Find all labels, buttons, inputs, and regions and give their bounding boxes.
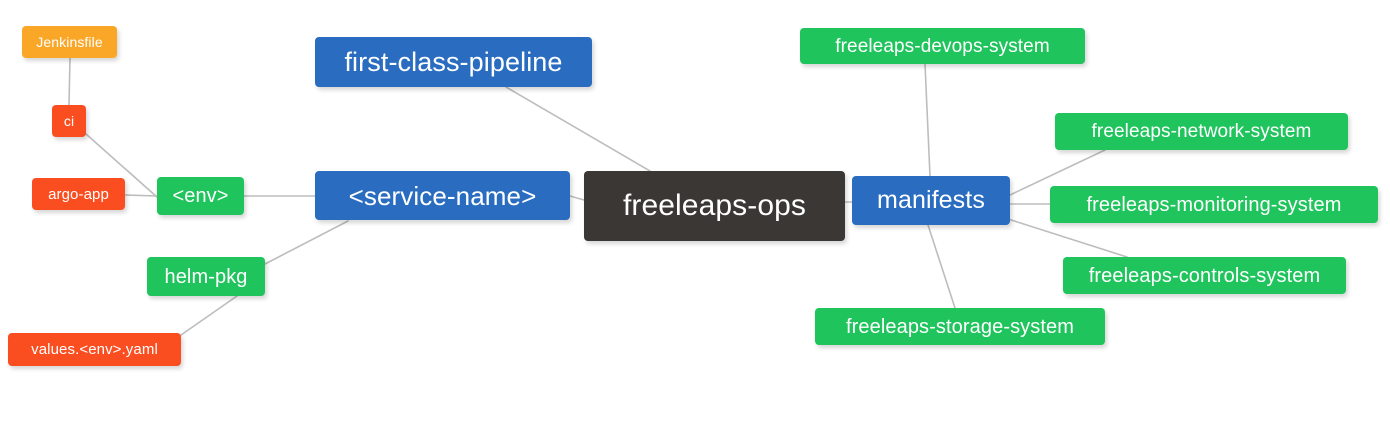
node-label: freeleaps-network-system — [1091, 121, 1312, 142]
node-jenkinsfile[interactable]: Jenkinsfile — [22, 26, 117, 58]
node-manifests[interactable]: manifests — [852, 176, 1010, 225]
node-devops[interactable]: freeleaps-devops-system — [800, 28, 1085, 64]
edge-manifests-to-devops — [924, 63, 931, 177]
node-label: argo-app — [48, 185, 109, 203]
node-label: freeleaps-storage-system — [845, 315, 1075, 338]
node-label: manifests — [877, 186, 985, 214]
node-argo-app[interactable]: argo-app — [32, 178, 125, 210]
node-label: ci — [63, 113, 75, 129]
node-label: freeleaps-ops — [622, 189, 807, 222]
node-label: freeleaps-monitoring-system — [1086, 193, 1342, 216]
node-label: Jenkinsfile — [36, 34, 103, 50]
node-pipeline[interactable]: first-class-pipeline — [315, 37, 592, 87]
edge-jenkinsfile-to-ci — [68, 57, 71, 106]
node-label: freeleaps-controls-system — [1088, 264, 1321, 287]
edge-manifests-to-controls — [1007, 218, 1128, 258]
node-env[interactable]: <env> — [157, 177, 244, 215]
node-storage[interactable]: freeleaps-storage-system — [815, 308, 1105, 345]
edge-values-yaml-to-helm-pkg — [180, 295, 238, 336]
node-label: helm-pkg — [164, 265, 248, 288]
edge-argo-app-to-env — [124, 194, 158, 197]
node-service-name[interactable]: <service-name> — [315, 171, 570, 220]
node-monitoring[interactable]: freeleaps-monitoring-system — [1050, 186, 1378, 223]
node-network[interactable]: freeleaps-network-system — [1055, 113, 1348, 150]
node-label: values.<env>.yaml — [31, 341, 158, 358]
edge-pipeline-to-root — [505, 86, 651, 172]
node-controls[interactable]: freeleaps-controls-system — [1063, 257, 1346, 294]
node-ci[interactable]: ci — [52, 105, 86, 137]
node-helm-pkg[interactable]: helm-pkg — [147, 257, 265, 296]
edge-manifests-to-storage — [927, 224, 956, 309]
edge-helm-pkg-to-service-name — [264, 220, 349, 265]
edge-service-name-to-root — [569, 195, 585, 201]
node-label: <env> — [172, 185, 229, 207]
node-values-yaml[interactable]: values.<env>.yaml — [8, 333, 181, 366]
node-label: <service-name> — [348, 180, 537, 211]
node-label: freeleaps-devops-system — [835, 35, 1050, 57]
node-root[interactable]: freeleaps-ops — [584, 171, 845, 241]
node-label: first-class-pipeline — [344, 46, 563, 77]
